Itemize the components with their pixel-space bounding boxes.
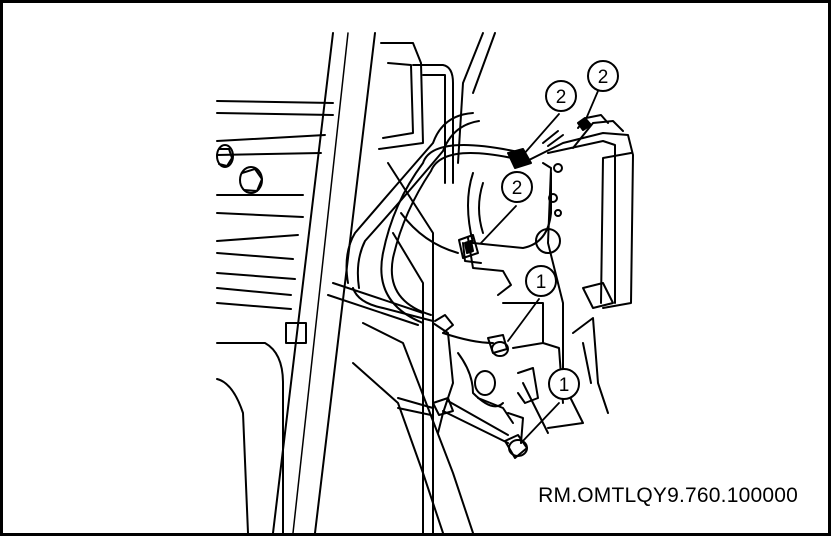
callout-1-upper: 1: [525, 265, 557, 297]
door-latch-body: [462, 114, 634, 429]
reference-code: RM.OMTLQY9.760.100000: [538, 484, 798, 507]
callout-label: 2: [512, 178, 523, 199]
latch-lever-mechanism: [432, 302, 549, 444]
cable-harness: [327, 112, 526, 326]
callout-label: 1: [559, 375, 570, 396]
callout-label: 2: [556, 87, 567, 108]
rod-clips: [397, 314, 528, 459]
bolt-heads: [216, 144, 263, 194]
callout-1-lower: 1: [548, 368, 580, 400]
callout-2-middle: 2: [501, 171, 533, 203]
door-latch-illustration: 2 2 2 1 1: [216, 32, 634, 533]
inner-panel-lines: [352, 32, 496, 533]
callout-2-upper-left: 2: [545, 80, 577, 112]
door-frame-rails: [216, 100, 334, 533]
callout-2-upper-right: 2: [587, 60, 619, 92]
door-pillar: [272, 32, 376, 533]
leader-lines: [480, 90, 599, 444]
callout-label: 1: [536, 272, 547, 293]
callout-label: 2: [598, 67, 609, 88]
